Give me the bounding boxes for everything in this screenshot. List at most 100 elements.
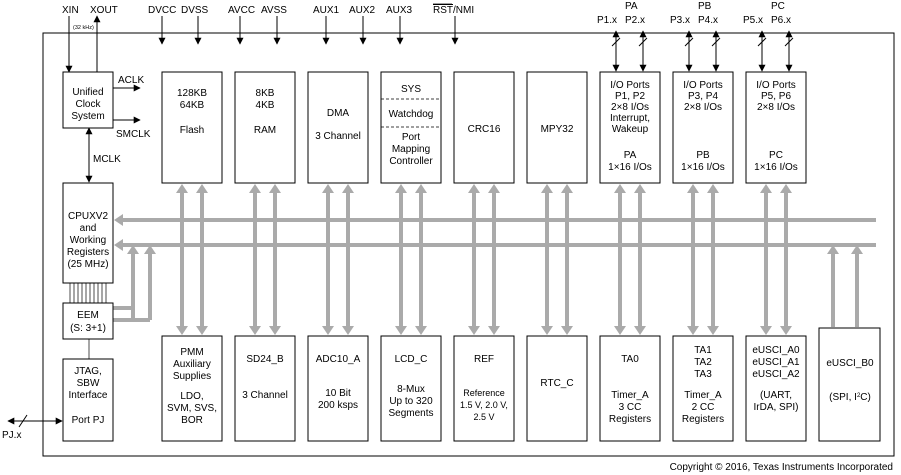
- svg-text:Wakeup: Wakeup: [612, 124, 649, 135]
- svg-text:Working: Working: [70, 235, 107, 246]
- bus-col-6-a-head-top: [614, 184, 626, 193]
- svg-text:Auxiliary: Auxiliary: [173, 359, 211, 370]
- svg-text:2 CC: 2 CC: [692, 402, 715, 413]
- svg-text:MPY32: MPY32: [541, 124, 574, 135]
- pin-p2x: P2.x: [625, 15, 645, 26]
- svg-text:PC: PC: [769, 150, 783, 161]
- block-io-pb: I/O Ports P3, P4 2×8 I/Os PB 1×16 I/Os: [672, 71, 734, 184]
- pin-xin: XIN: [62, 5, 79, 16]
- bus-col-1-b-head-bottom: [269, 326, 281, 335]
- block-ref: REF Reference 1.5 V, 2.0 V, 2.5 V: [453, 335, 515, 442]
- bus-col-3-a-head-bottom: [395, 326, 407, 335]
- bus-col-7-a-head-top: [687, 184, 699, 193]
- svg-text:Controller: Controller: [389, 156, 433, 167]
- bus-eem-feed-b-head: [144, 245, 156, 254]
- pin-pjx: PJ.x: [2, 430, 21, 441]
- signal-aclk: ACLK: [118, 75, 144, 86]
- svg-text:CPUXV2: CPUXV2: [68, 211, 108, 222]
- bus-col-4-b-head-top: [488, 184, 500, 193]
- block-euscia: eUSCI_A0 eUSCI_A1 eUSCI_A2 (UART, IrDA, …: [745, 335, 807, 442]
- svg-text:1×16 I/Os: 1×16 I/Os: [608, 162, 652, 173]
- svg-text:2×8 I/Os: 2×8 I/Os: [684, 102, 722, 113]
- block-ta1-ta3: TA1 TA2 TA3 Timer_A 2 CC Registers: [672, 335, 734, 442]
- svg-text:LCD_C: LCD_C: [395, 354, 428, 365]
- svg-text:BOR: BOR: [181, 415, 203, 426]
- block-eem: EEM (S: 3+1): [62, 302, 114, 340]
- bus-col-0-b-head-bottom: [196, 326, 208, 335]
- pin-p1x-arrow-bus-slash: [611, 37, 621, 47]
- svg-text:64KB: 64KB: [180, 100, 205, 111]
- svg-text:(UART,: (UART,: [760, 390, 792, 401]
- bus-mdb-head: [114, 239, 123, 251]
- svg-text:(SPI, I2C): (SPI, I2C): [829, 392, 871, 403]
- svg-text:2×8 I/Os: 2×8 I/Os: [611, 102, 649, 113]
- svg-text:SD24_B: SD24_B: [246, 354, 284, 365]
- pin-p6x: P6.x: [771, 15, 791, 26]
- svg-text:Interface: Interface: [69, 390, 108, 401]
- svg-text:1.5 V, 2.0 V,: 1.5 V, 2.0 V,: [460, 400, 508, 410]
- bus-col-5-a-head-bottom: [541, 326, 553, 335]
- bus-col-1-a-head-bottom: [249, 326, 261, 335]
- svg-text:(S: 3+1): (S: 3+1): [70, 323, 106, 334]
- pin-p5x-arrow-bus-slash: [757, 37, 767, 47]
- svg-text:Segments: Segments: [388, 408, 433, 419]
- svg-text:I/O Ports: I/O Ports: [610, 80, 649, 91]
- pin-p5x: P5.x: [743, 15, 763, 26]
- svg-text:I/O Ports: I/O Ports: [683, 80, 722, 91]
- block-euscib: eUSCI_B0 (SPI, I2C): [818, 327, 881, 442]
- pin-aux1: AUX1: [313, 5, 340, 16]
- svg-text:DMA: DMA: [327, 108, 350, 119]
- svg-text:TA2: TA2: [694, 357, 712, 368]
- svg-text:1×16 I/Os: 1×16 I/Os: [681, 162, 725, 173]
- bus-mab-head: [114, 214, 123, 226]
- pin-p2x-arrow-bus-slash: [638, 37, 648, 47]
- bus-col-7-b-head-top: [707, 184, 719, 193]
- svg-text:2.5 V: 2.5 V: [473, 412, 494, 422]
- svg-text:Port PJ: Port PJ: [72, 415, 105, 426]
- svg-text:PMM: PMM: [180, 347, 203, 358]
- svg-text:128KB: 128KB: [177, 88, 207, 99]
- bus-col-3-a-head-top: [395, 184, 407, 193]
- bus-col-0-a-head-top: [176, 184, 188, 193]
- svg-text:Registers: Registers: [682, 414, 724, 425]
- pin-avcc: AVCC: [228, 5, 255, 16]
- svg-text:Mapping: Mapping: [392, 144, 430, 155]
- bus-col-0-a-head-bottom: [176, 326, 188, 335]
- pin-p1x: P1.x: [597, 15, 617, 26]
- svg-text:System: System: [71, 111, 104, 122]
- svg-text:Interrupt,: Interrupt,: [610, 113, 650, 124]
- svg-text:IrDA, SPI): IrDA, SPI): [753, 402, 798, 413]
- copyright: Copyright © 2016, Texas Instruments Inco…: [669, 462, 893, 473]
- bus-col-2-a-head-bottom: [322, 326, 334, 335]
- svg-text:SVM, SVS,: SVM, SVS,: [167, 403, 217, 414]
- port-pb-label: PB: [698, 1, 712, 12]
- svg-text:eUSCI_B0: eUSCI_B0: [826, 358, 874, 369]
- svg-text:Watchdog: Watchdog: [389, 109, 434, 120]
- svg-text:TA0: TA0: [621, 354, 639, 365]
- svg-text:SYS: SYS: [401, 84, 421, 95]
- svg-text:Port: Port: [402, 132, 421, 143]
- block-crc16: CRC16: [453, 71, 515, 184]
- svg-text:Flash: Flash: [180, 125, 204, 136]
- block-sys: SYS Watchdog Port Mapping Controller: [380, 71, 442, 184]
- bus-col-6-a-head-bottom: [614, 326, 626, 335]
- svg-text:LDO,: LDO,: [180, 391, 203, 402]
- svg-text:3 CC: 3 CC: [619, 402, 642, 413]
- pin-dvss: DVSS: [181, 5, 209, 16]
- svg-text:RTC_C: RTC_C: [540, 378, 573, 389]
- block-jtag: JTAG, SBW Interface Port PJ: [62, 358, 114, 442]
- bus-col-1-a-head-top: [249, 184, 261, 193]
- bus-col-6-b-head-top: [634, 184, 646, 193]
- svg-text:CRC16: CRC16: [468, 124, 501, 135]
- svg-text:Supplies: Supplies: [173, 371, 211, 382]
- bus-col-8-a-head-bottom: [760, 326, 772, 335]
- svg-text:I/O Ports: I/O Ports: [756, 80, 795, 91]
- bus-eem-feed-a-head: [127, 245, 139, 254]
- bus-col-2-b-head-bottom: [342, 326, 354, 335]
- svg-text:P3, P4: P3, P4: [688, 91, 718, 102]
- pin-aux3: AUX3: [386, 5, 413, 16]
- pin-p4x-arrow-bus-slash: [711, 37, 721, 47]
- block-ram: 8KB 4KB RAM: [234, 71, 296, 184]
- svg-text:EEM: EEM: [77, 310, 99, 321]
